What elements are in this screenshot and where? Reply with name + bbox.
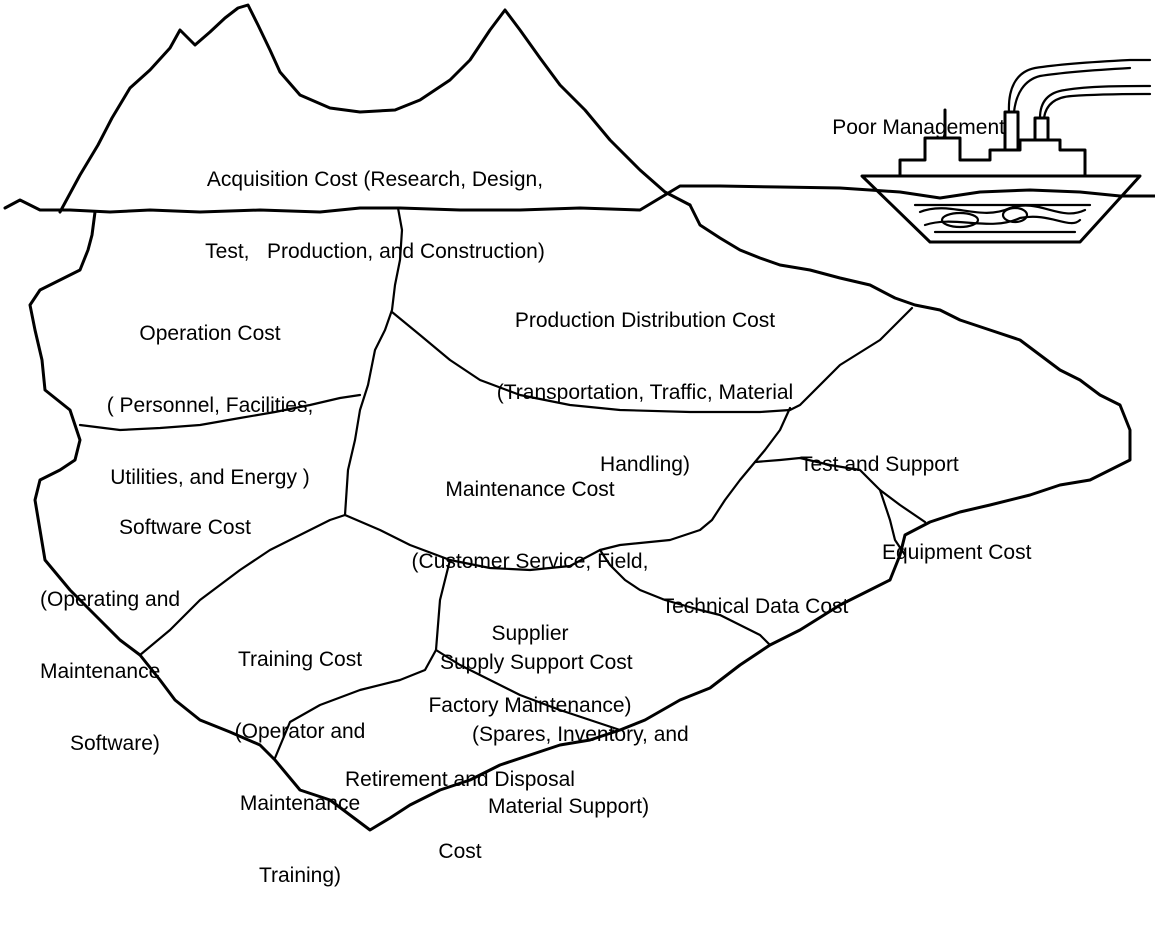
maintenance-line-3: Supplier — [491, 622, 569, 645]
production-line-1: Production Distribution Cost — [514, 309, 776, 332]
production-line-3: Handling) — [600, 453, 690, 476]
test-support-cost-label: Test and Support Equipment Cost — [800, 405, 1080, 613]
waterline — [3, 184, 1155, 214]
technical-data-cost-label: Technical Data Cost — [615, 547, 895, 667]
maintenance-cost-label: Maintenance Cost (Customer Service, Fiel… — [360, 430, 700, 766]
operation-line-1: Operation Cost — [139, 322, 281, 345]
ship-icon — [860, 58, 1152, 244]
operation-line-3: Utilities, and Energy ) — [110, 466, 310, 489]
ship-label-text: Poor Management — [832, 116, 1005, 139]
software-cost-label: Software Cost (Operating and Maintenance… — [40, 468, 330, 804]
training-line-1: Training Cost — [237, 648, 363, 671]
software-line-2: (Operating and — [40, 588, 181, 611]
retirement-line-1: Retirement and Disposal — [345, 768, 575, 791]
production-line-2: (Transportation, Traffic, Material — [496, 381, 794, 404]
technical-data-text: Technical Data Cost — [661, 595, 849, 618]
acquisition-cost-label: Acquisition Cost (Research, Design, Test… — [145, 120, 605, 312]
supply-line-1: Supply Support Cost — [440, 651, 633, 674]
maintenance-line-1: Maintenance Cost — [445, 478, 615, 501]
maintenance-line-4: Factory Maintenance) — [428, 694, 632, 717]
software-line-1: Software Cost — [119, 516, 251, 539]
iceberg-diagram: Poor Management Acquisition Cost (Resear… — [3, 3, 1155, 887]
region-dividers — [78, 206, 927, 760]
ship-label: Poor Management — [832, 68, 1005, 188]
training-line-3: Maintenance — [239, 792, 361, 815]
supply-support-cost-label: Supply Support Cost (Spares, Inventory, … — [440, 603, 740, 867]
operation-cost-label: Operation Cost ( Personnel, Facilities, … — [50, 274, 370, 538]
iceberg-drawing — [3, 3, 1155, 832]
software-line-4: Software) — [70, 732, 160, 755]
supply-line-3: Material Support) — [488, 795, 650, 818]
acquisition-line-1: Acquisition Cost (Research, Design, — [206, 168, 544, 191]
iceberg-tip-outline — [58, 3, 692, 214]
test-support-line-1: Test and Support — [800, 453, 959, 476]
test-support-line-2: Equipment Cost — [882, 541, 1032, 564]
training-line-2: (Operator and — [234, 720, 366, 743]
operation-line-2: ( Personnel, Facilities, — [106, 394, 314, 417]
maintenance-line-2: (Customer Service, Field, — [411, 550, 649, 573]
supply-line-2: (Spares, Inventory, and — [472, 723, 689, 746]
acquisition-line-2: Test, Production, and Construction) — [205, 240, 545, 263]
production-distribution-cost-label: Production Distribution Cost (Transporta… — [415, 261, 875, 525]
software-line-3: Maintenance — [40, 660, 161, 683]
retirement-disposal-cost-label: Retirement and Disposal Cost — [310, 720, 610, 912]
